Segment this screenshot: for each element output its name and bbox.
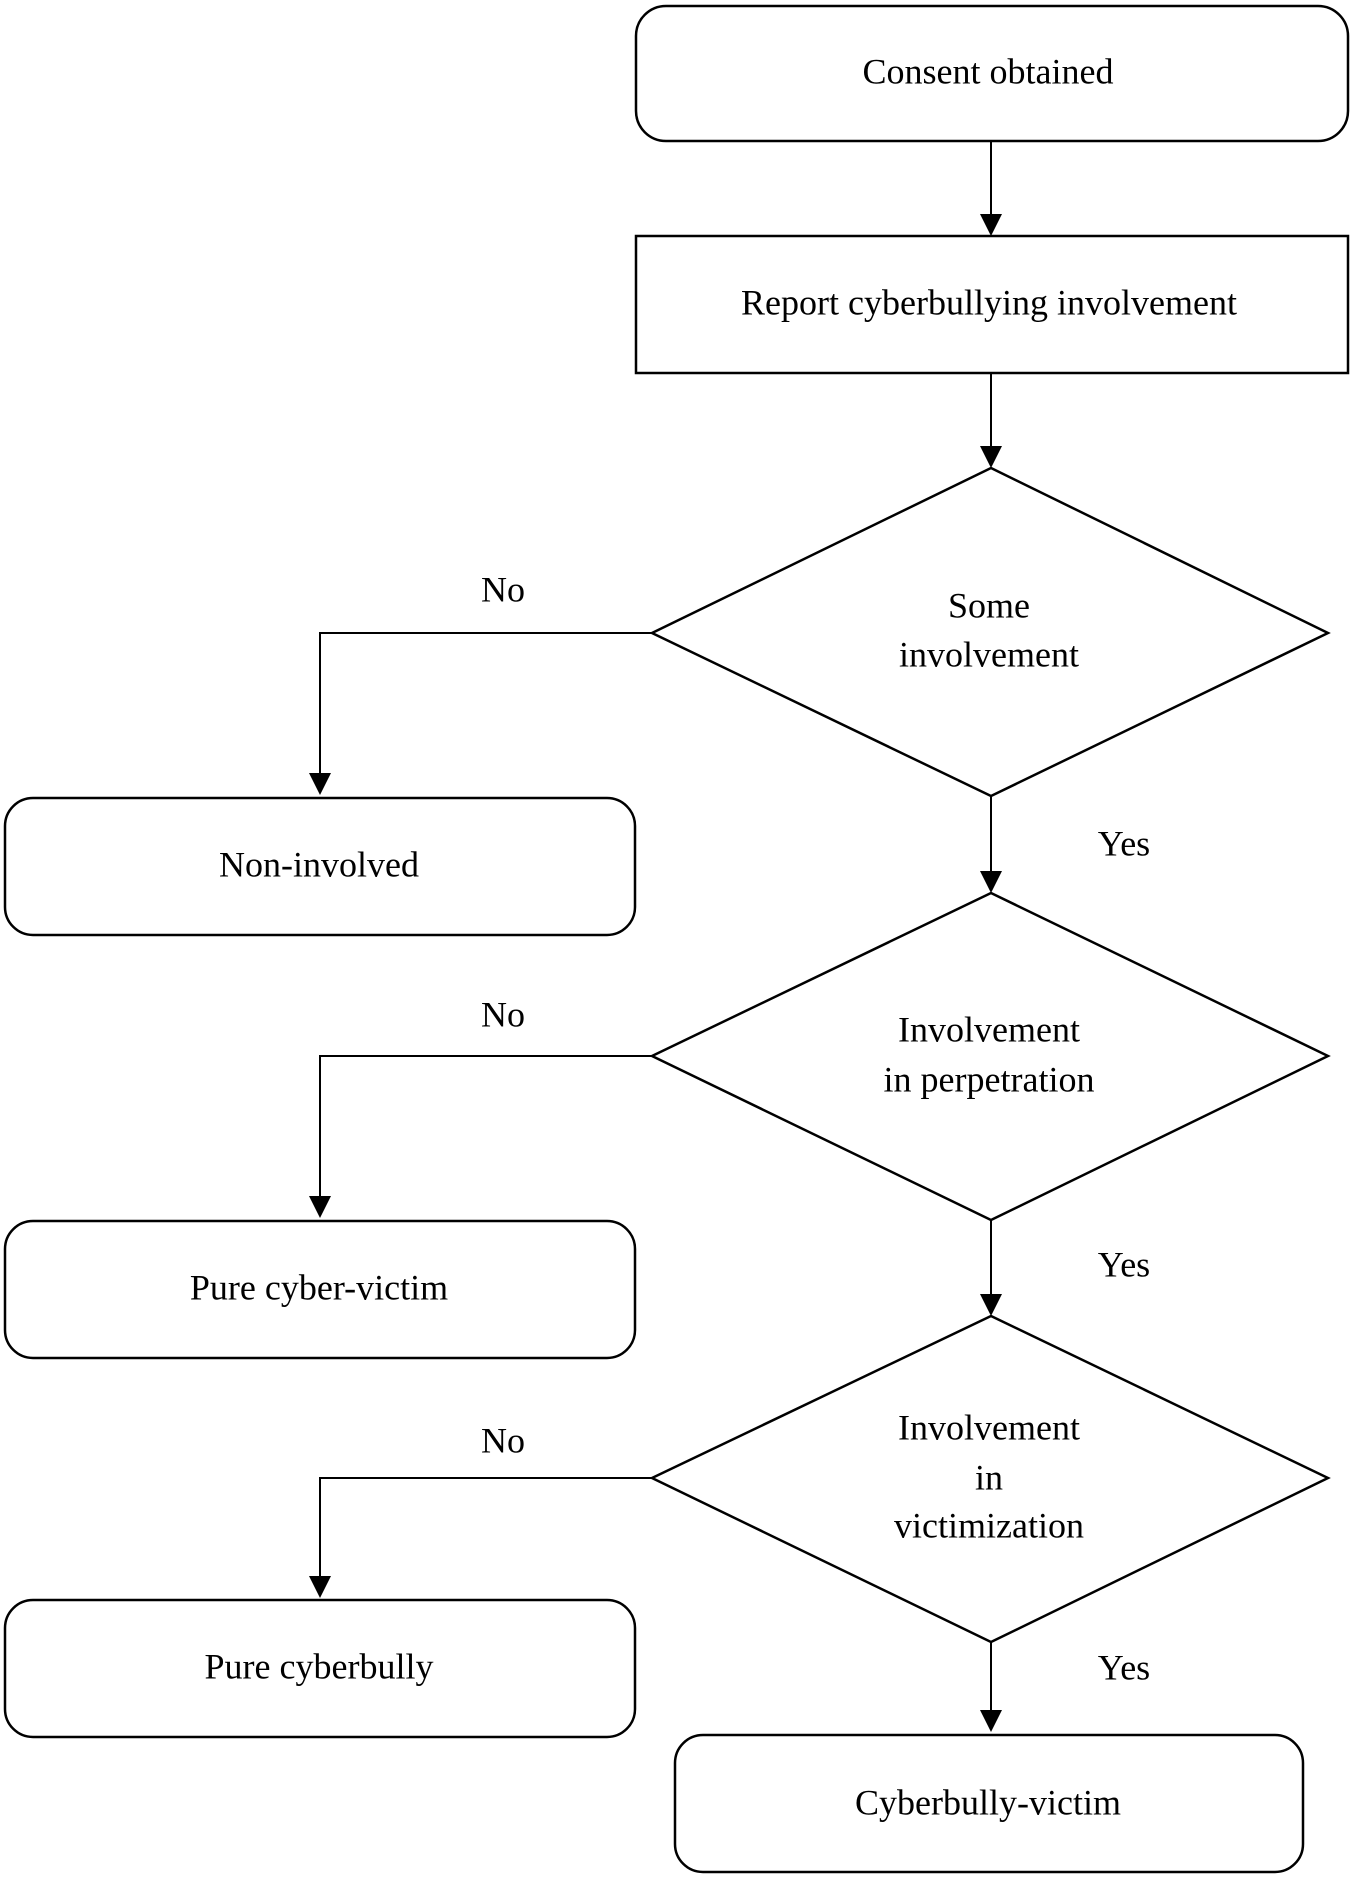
decision-victimization-line-1: Involvement bbox=[898, 1407, 1080, 1447]
decision-perpetration-line-2: in perpetration bbox=[884, 1059, 1095, 1099]
node-consent-obtained: Consent obtained bbox=[634, 4, 1350, 143]
node-non-involved: Non-involved bbox=[3, 796, 637, 937]
node-pure-cyber-victim: Pure cyber-victim bbox=[3, 1219, 637, 1360]
node-pure-cyber-victim-label: Pure cyber-victim bbox=[190, 1267, 448, 1307]
edge-label-no-1: No bbox=[481, 569, 525, 609]
arrow-some-involvement-yes bbox=[980, 796, 1002, 893]
decision-involvement-in-victimization: Involvement in victimization bbox=[649, 1314, 1331, 1644]
edge-label-no-3: No bbox=[481, 1420, 525, 1460]
node-pure-cyberbully-label: Pure cyberbully bbox=[205, 1646, 434, 1686]
decision-perpetration-line-1: Involvement bbox=[898, 1009, 1080, 1049]
edge-label-yes-3: Yes bbox=[1098, 1647, 1150, 1687]
node-consent-obtained-label: Consent obtained bbox=[863, 51, 1114, 91]
decision-some-involvement: Some involvement bbox=[649, 466, 1331, 798]
arrow-consent-to-report bbox=[980, 141, 1002, 236]
decision-involvement-in-perpetration: Involvement in perpetration bbox=[649, 891, 1331, 1222]
arrow-victimization-yes bbox=[980, 1642, 1002, 1732]
decision-some-involvement-line-1: Some bbox=[948, 585, 1030, 625]
arrow-perpetration-yes bbox=[980, 1220, 1002, 1316]
node-report-involvement: Report cyberbullying involvement bbox=[634, 234, 1350, 375]
arrow-report-to-some-involvement bbox=[980, 373, 1002, 468]
edge-label-yes-2: Yes bbox=[1098, 1244, 1150, 1284]
node-report-involvement-label: Report cyberbullying involvement bbox=[741, 282, 1237, 322]
decision-victimization-line-3: victimization bbox=[894, 1505, 1084, 1545]
edge-label-yes-1: Yes bbox=[1098, 823, 1150, 863]
node-pure-cyberbully: Pure cyberbully bbox=[3, 1598, 637, 1739]
decision-some-involvement-line-2: involvement bbox=[899, 634, 1079, 674]
arrow-victimization-no bbox=[309, 1477, 652, 1598]
node-cyberbully-victim: Cyberbully-victim bbox=[673, 1733, 1305, 1874]
decision-victimization-line-2: in bbox=[975, 1457, 1003, 1497]
arrow-some-involvement-no bbox=[309, 632, 652, 795]
arrow-perpetration-no bbox=[309, 1055, 652, 1218]
edge-label-no-2: No bbox=[481, 994, 525, 1034]
node-non-involved-label: Non-involved bbox=[219, 844, 419, 884]
node-cyberbully-victim-label: Cyberbully-victim bbox=[855, 1782, 1121, 1822]
